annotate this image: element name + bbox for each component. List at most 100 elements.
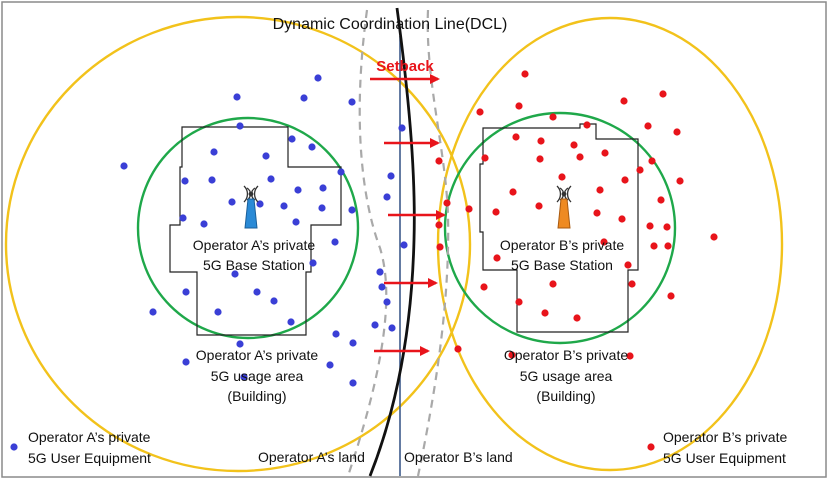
ue-dot-b <box>636 166 644 174</box>
ue-dot-b <box>710 233 718 241</box>
ue-dot-a <box>181 177 189 185</box>
ue-dot-a <box>214 308 222 316</box>
ue-dot-a <box>228 198 236 206</box>
ue-dot-b <box>596 186 604 194</box>
ue-dot-a <box>314 74 322 82</box>
ue-dot-b <box>480 283 488 291</box>
ue-dot-a <box>287 318 295 326</box>
operator-a-building-outline <box>169 126 342 336</box>
ue-dot-a <box>388 324 396 332</box>
ue-dot-a <box>376 268 384 276</box>
operator-a-land-label: Operator A’s land <box>258 449 365 465</box>
ue-dot-b <box>509 188 517 196</box>
ue-dot-b <box>558 173 566 181</box>
ue-dot-b <box>493 254 501 262</box>
ue-dot-a <box>318 204 326 212</box>
operator-b-land-label: Operator B’s land <box>404 449 513 465</box>
ue-dot-a <box>236 340 244 348</box>
ue-dot-b <box>476 108 484 116</box>
ue-dot-a <box>267 175 275 183</box>
dcl-title: Dynamic Coordination Line(DCL) <box>273 16 508 33</box>
ue-dot-b <box>537 137 545 145</box>
ue-dot-a <box>182 358 190 366</box>
ue-dot-a <box>210 148 218 156</box>
operator-a-ue-dots <box>10 74 408 451</box>
ue-dot-b <box>492 208 500 216</box>
ue-dot-b <box>443 199 451 207</box>
ue-dot-a <box>331 238 339 246</box>
ue-dot-a <box>292 218 300 226</box>
operator-b-usage-label-line1: Operator B’s private <box>504 347 628 363</box>
operator-b-base-station-label-line1: Operator B’s private <box>500 237 624 253</box>
ue-dot-a <box>256 200 264 208</box>
ue-dot-a <box>182 288 190 296</box>
ue-dot-b <box>644 122 652 130</box>
operator-b-tower <box>556 185 572 229</box>
ue-dot-b <box>521 70 529 78</box>
ue-dot-a <box>349 379 357 387</box>
ue-dot-a <box>387 172 395 180</box>
ue-dot-b <box>512 133 520 141</box>
ue-dot-a <box>280 202 288 210</box>
operator-a-usage-circle <box>136 116 360 340</box>
ue-dot-b <box>646 222 654 230</box>
operator-a-ue-label-line2: 5G User Equipment <box>28 450 151 466</box>
ue-dot-a <box>383 298 391 306</box>
ue-dot-a <box>294 186 302 194</box>
ue-dot-b <box>570 141 578 149</box>
cell-tower-icon <box>556 185 572 229</box>
operator-a-base-station-label-line2: 5G Base Station <box>203 257 305 273</box>
ue-dot-b <box>436 243 444 251</box>
ue-dot-b <box>626 352 634 360</box>
operator-a-usage-label-line2: 5G usage area <box>211 368 304 384</box>
ue-dot-a <box>337 168 345 176</box>
ue-dot-b <box>481 154 489 162</box>
ue-dot-b <box>435 221 443 229</box>
ue-dot-a <box>233 93 241 101</box>
ue-dot-a <box>179 214 187 222</box>
ue-dot-a <box>378 283 386 291</box>
ue-dot-b <box>628 280 636 288</box>
ue-dot-a <box>236 122 244 130</box>
operator-a-base-station-label-line1: Operator A’s private <box>193 237 316 253</box>
ue-dot-b <box>549 113 557 121</box>
ue-dot-a <box>120 162 128 170</box>
ue-dot-a <box>398 124 406 132</box>
operator-b-usage-label-line3: (Building) <box>536 388 595 404</box>
ue-dot-b <box>576 153 584 161</box>
ue-dot-b <box>536 155 544 163</box>
ue-dot-b <box>624 261 632 269</box>
ue-dot-a <box>149 308 157 316</box>
ue-dot-b <box>583 121 591 129</box>
ue-dot-b <box>663 223 671 231</box>
ue-dot-b <box>508 351 516 359</box>
dynamic-coordination-line <box>368 7 416 477</box>
operator-b-building-outline <box>479 123 639 333</box>
ue-dot-a <box>383 193 391 201</box>
cell-tower-icon <box>243 185 259 229</box>
ue-dot-b <box>541 309 549 317</box>
ue-dot-b <box>573 314 581 322</box>
ue-dot-b <box>593 209 601 217</box>
ue-dot-b <box>435 157 443 165</box>
ue-dot-b <box>515 298 523 306</box>
operator-a-tower <box>243 185 259 229</box>
ue-dot-a <box>371 321 379 329</box>
ue-dot-a <box>308 143 316 151</box>
ue-dot-b <box>454 345 462 353</box>
ue-dot-a <box>400 241 408 249</box>
ue-dot-a <box>270 297 278 305</box>
ue-dot-a <box>332 330 340 338</box>
operator-a-usage-label-line3: (Building) <box>227 388 286 404</box>
ue-dot-b <box>600 238 608 246</box>
ue-dot-a <box>309 259 317 267</box>
ue-dot-b <box>618 215 626 223</box>
ue-dot-a <box>200 220 208 228</box>
ue-dot-b <box>650 242 658 250</box>
operator-b-base-station-label-line2: 5G Base Station <box>511 257 613 273</box>
operator-a-coverage-circle <box>4 15 472 473</box>
ue-dot-a <box>319 184 327 192</box>
ue-dot-a <box>348 98 356 106</box>
ue-dot-b <box>620 97 628 105</box>
